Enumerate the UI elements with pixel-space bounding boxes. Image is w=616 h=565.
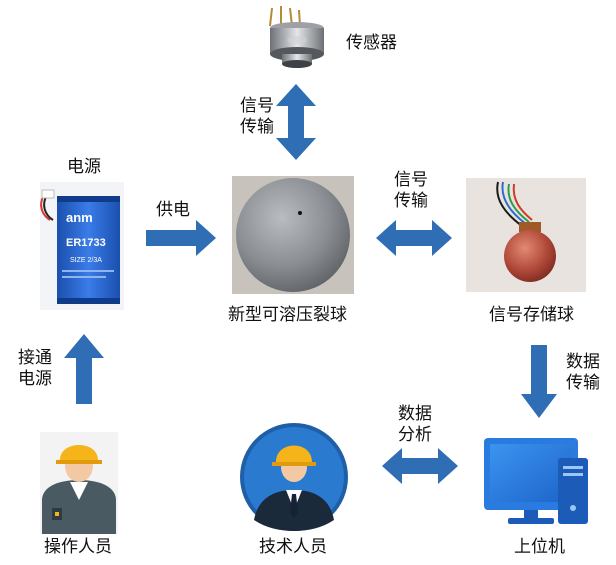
battery-brand: anm	[66, 210, 93, 225]
sensor-image	[269, 6, 324, 68]
edge-label-line: 电源	[18, 369, 52, 389]
computer-image	[484, 438, 588, 524]
edge-label-tech-computer: 数据 分析	[398, 404, 432, 446]
fracturing-ball-image	[232, 176, 354, 294]
edge-label-line: 分析	[398, 425, 432, 445]
battery-size: SIZE 2/3A	[70, 257, 102, 264]
edge-label-line: 接通	[18, 348, 52, 368]
node-ball-label: 新型可溶压裂球	[228, 305, 347, 325]
edge-label-power-ball: 供电	[156, 200, 190, 220]
battery-model: ER1733	[66, 237, 106, 249]
node-technician-label: 技术人员	[259, 537, 327, 557]
node-operator-label: 操作人员	[44, 537, 112, 557]
edge-label-line: 传输	[566, 373, 600, 393]
node-computer-label: 上位机	[514, 537, 565, 557]
technician-avatar	[240, 423, 348, 531]
edge-label-line: 信号	[240, 96, 274, 116]
edge-label-ball-storage: 信号 传输	[394, 170, 428, 212]
arrow-power-ball	[146, 220, 216, 256]
edge-label-operator-power: 接通 电源	[18, 348, 52, 390]
arrow-tech-computer	[382, 448, 458, 484]
edge-label-line: 信号	[394, 170, 428, 190]
edge-label-line: 传输	[240, 117, 274, 137]
arrow-storage-computer	[521, 345, 557, 418]
battery-image: anm ER1733 SIZE 2/3A	[40, 182, 124, 310]
node-power-label: 电源	[67, 157, 101, 177]
operator-avatar	[40, 432, 118, 534]
arrow-sensor-ball	[276, 84, 316, 160]
edge-label-line: 数据	[566, 352, 600, 372]
arrow-ball-storage	[376, 220, 452, 256]
node-storage-ball-label: 信号存储球	[489, 305, 574, 325]
node-sensor-label: 传感器	[346, 33, 397, 53]
edge-label-line: 数据	[398, 404, 432, 424]
edge-label-sensor-ball: 信号 传输	[240, 96, 274, 138]
storage-ball-image	[466, 178, 586, 292]
edge-label-storage-computer: 数据 传输	[566, 352, 600, 394]
edge-label-line: 传输	[394, 191, 428, 211]
arrow-operator-power	[64, 334, 104, 404]
